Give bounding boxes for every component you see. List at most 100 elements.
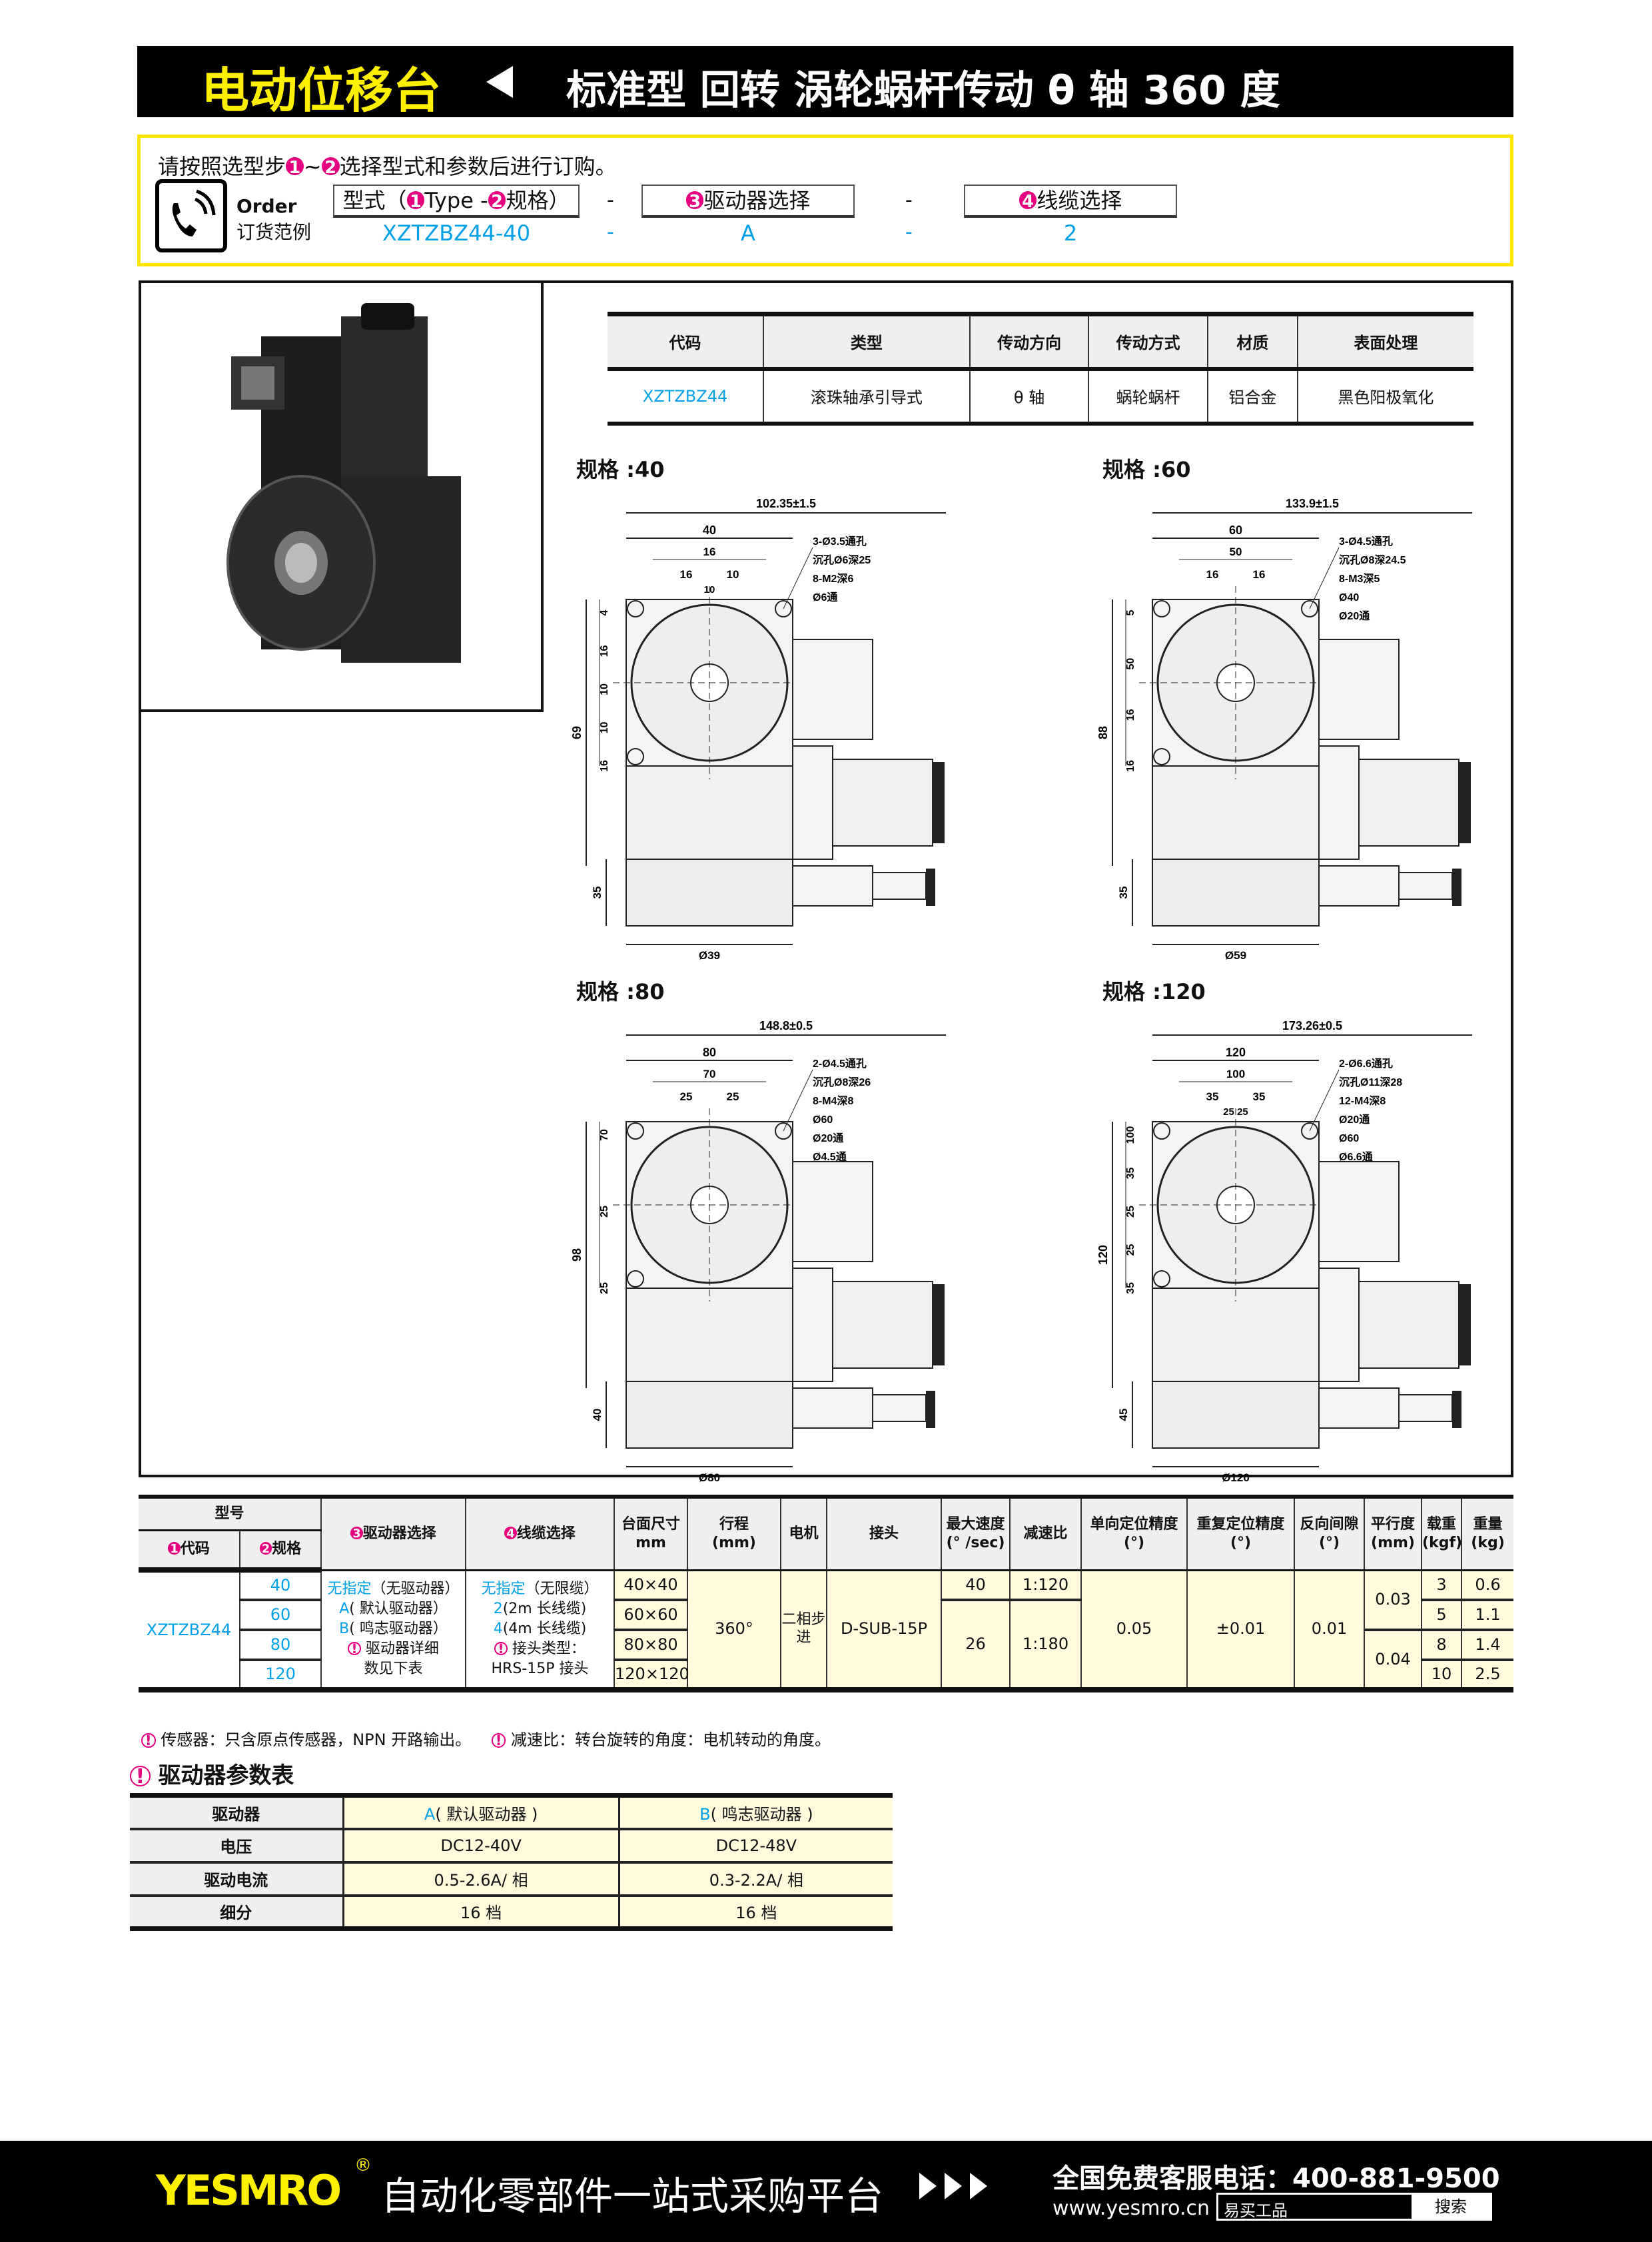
header-unit: (°) — [1123, 1534, 1145, 1551]
search-button[interactable]: 搜索 — [1412, 2195, 1490, 2219]
rep-accuracy-cell: ±0.01 — [1186, 1570, 1295, 1692]
header-text: 重量 — [1473, 1516, 1503, 1533]
leader-line — [783, 1069, 813, 1132]
header-text: 行程 — [719, 1516, 749, 1533]
side-view-knob — [1452, 1391, 1461, 1428]
left-dim-label: 70 — [599, 1129, 610, 1141]
box-text: Type - — [424, 188, 488, 213]
load-cell: 8 — [1421, 1630, 1462, 1661]
mount-hole — [1301, 600, 1318, 617]
weight-cell: 0.6 — [1461, 1570, 1514, 1601]
hole-note: Ø40 — [1339, 592, 1359, 603]
warning-icon: ! — [491, 1733, 506, 1748]
table-row: 80 80×80 0.04 8 1.4 — [139, 1630, 1514, 1692]
box-text: 规格） — [506, 188, 570, 213]
tilde: ~ — [303, 154, 322, 179]
motor — [832, 1281, 933, 1369]
left-dim-label: 25 — [599, 1206, 610, 1218]
driver-b: B( 鸣志驱动器 ) — [618, 1793, 893, 1830]
example-model: XZTZBZ44-40 — [382, 220, 531, 246]
spec-cell: 滚珠轴承引导式 — [763, 368, 970, 426]
option-text: （无驱动器） — [371, 1580, 460, 1597]
box-text: 型式（ — [342, 188, 407, 213]
left-dim-label: 10 — [599, 722, 610, 734]
side-height-label: 35 — [591, 887, 604, 899]
spec-cell: 铝合金 — [1206, 368, 1298, 426]
side-view-knob — [1452, 869, 1461, 906]
hole-note: 沉孔Ø11深28 — [1339, 1076, 1402, 1088]
arrow-left-icon — [486, 66, 513, 98]
inner-dim-label: 35 — [1253, 1090, 1266, 1103]
separator: - — [607, 188, 614, 212]
side-view-connector — [1398, 872, 1453, 900]
separator: - — [905, 220, 913, 244]
uni-accuracy-cell: 0.05 — [1080, 1570, 1188, 1692]
note-ratio: 减速比：转台旋转的角度：电机转动的角度。 — [511, 1730, 831, 1749]
side-view-knob — [926, 869, 935, 906]
website-link[interactable]: www.yesmro.cn — [1052, 2197, 1210, 2220]
page-header: 电动位移台 标准型 回转 涡轮蜗杆传动 θ 轴 360 度 — [137, 46, 1513, 119]
leader-line — [1309, 547, 1340, 609]
step-badge: 1 — [406, 190, 425, 212]
search-box[interactable]: 易买工品 搜索 — [1216, 2193, 1492, 2221]
value-b: 16 档 — [618, 1895, 893, 1931]
driver-a: A( 默认驱动器 ) — [342, 1793, 620, 1830]
side-view-body — [625, 859, 793, 927]
example-driver: A — [741, 220, 755, 246]
spec-cell: 蜗轮蜗杆 — [1088, 368, 1208, 426]
step-badge: 2 — [488, 190, 506, 212]
header-text: 反向间隙 — [1300, 1516, 1359, 1533]
hole-note: 沉孔Ø6深25 — [813, 554, 871, 566]
size-cell: 80 — [238, 1630, 322, 1661]
left-dim-label: 10 — [599, 683, 610, 695]
hole-note: Ø20通 — [1339, 610, 1370, 622]
box-text: 驱动器选择 — [703, 188, 811, 213]
motor-knob — [1459, 1284, 1471, 1365]
sensor-box — [1318, 639, 1400, 740]
left-dim-label: 25 — [599, 1282, 610, 1294]
left-dim-label: 25 — [1125, 1206, 1136, 1218]
base-body — [1152, 765, 1320, 867]
hole-note: Ø6通 — [813, 591, 837, 603]
order-label-en: Order — [236, 195, 297, 217]
speed-cell: 26 — [941, 1600, 1011, 1692]
side-height-label: 45 — [1117, 1409, 1130, 1421]
overall-width-label: 148.8±0.5 — [759, 1019, 813, 1032]
option-text: ( 鸣志驱动器） — [349, 1620, 448, 1637]
overall-width-label: 102.35±1.5 — [756, 497, 816, 510]
header-weight: 重量(kg) — [1461, 1495, 1514, 1571]
left-dim-label: 16 — [1125, 709, 1136, 721]
header-unit: (°) — [1318, 1534, 1340, 1551]
box-text: 线缆选择 — [1036, 188, 1122, 213]
header-rep: 重复定位精度(°) — [1186, 1495, 1295, 1571]
option-code: B — [339, 1620, 350, 1637]
search-input[interactable]: 易买工品 — [1224, 2201, 1288, 2220]
code: A — [424, 1804, 436, 1824]
header-ratio: 减速比 — [1009, 1495, 1082, 1571]
side-view-body — [625, 1381, 793, 1449]
spec-header: 表面处理 — [1296, 312, 1473, 371]
hole-note: 沉孔Ø8深26 — [813, 1076, 871, 1088]
drawings-frame — [139, 280, 1513, 1477]
load-cell: 5 — [1421, 1600, 1462, 1631]
stroke-cell: 360° — [687, 1570, 781, 1692]
left-dim-label: 50 — [1125, 658, 1136, 670]
left-dim-label: 16 — [599, 760, 610, 772]
option-note: HRS-15P 接头 — [491, 1660, 589, 1677]
parallel-cell: 0.04 — [1364, 1630, 1422, 1692]
header-unit: (kg) — [1471, 1534, 1505, 1551]
size-cell: 40 — [238, 1570, 322, 1601]
gearbox — [1318, 745, 1360, 860]
spec-header: 传动方式 — [1088, 312, 1208, 371]
inner-dim-label: 50 — [1230, 546, 1242, 558]
hole-note: Ø60 — [813, 1114, 833, 1126]
spec-header: 材质 — [1206, 312, 1298, 371]
hole-note: Ø20通 — [1339, 1114, 1370, 1126]
inner-dim-label: 25 — [727, 1090, 739, 1103]
table-row: 120 120×120 10 2.5 — [139, 1660, 1514, 1692]
